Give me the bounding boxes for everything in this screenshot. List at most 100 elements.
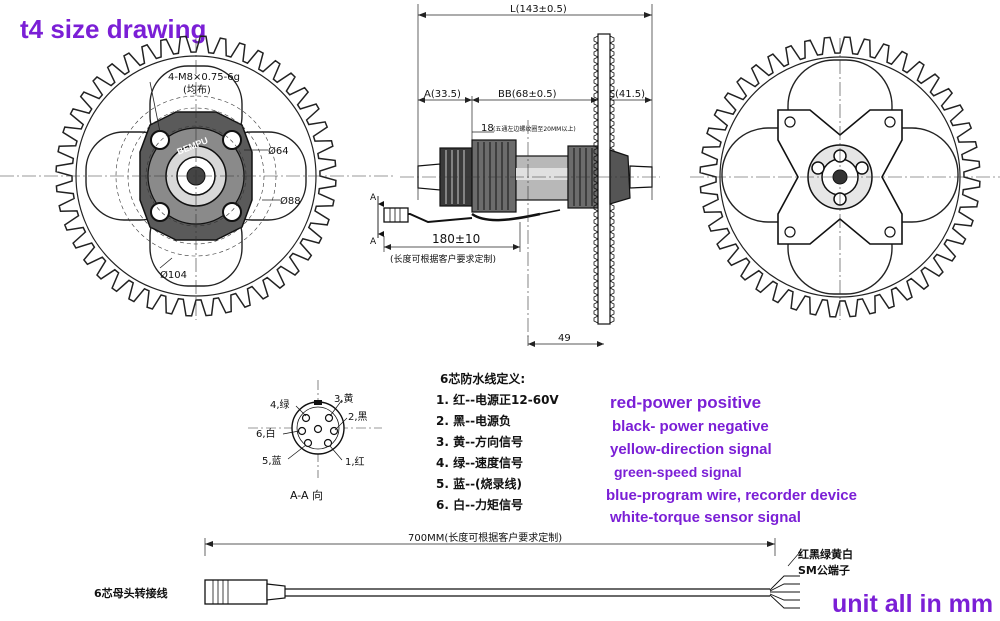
side-tooth [593,224,615,233]
wire-en-1: red-power positive [610,393,761,412]
side-tooth [593,266,615,275]
connector-key [314,400,322,405]
dim-180-label: 180±10 [432,232,480,246]
pin-label-6: 6,白 [256,427,276,440]
bolt-hole [811,161,825,175]
side-tooth [593,63,615,72]
motor-cable-end [539,209,561,215]
side-tooth [593,70,615,79]
wire-en-6: white-torque sensor signal [609,509,801,526]
connector-face-inner [296,406,340,450]
connector-boot [266,583,286,601]
side-tooth [593,119,615,128]
arrow [472,97,479,103]
pin-label-4: 4,绿 [270,398,290,411]
wire-cn-1: 1. 红--电源正12-60V [436,392,559,407]
arrow [645,97,652,103]
right-chainring-view [690,36,1000,320]
connector-ridges [389,208,401,222]
side-tooth [593,245,615,254]
dim-18-note: (五通左边螺纹圈至20MM以上) [493,125,576,133]
female-connector [204,579,268,605]
bolt-hole [855,161,869,175]
bolt-note-sub: (均布) [183,84,211,96]
side-tooth [593,280,615,289]
dim-c-label: C(41.5) [608,89,645,100]
adapter-cable: 700MM(长度可根据客户要求定制) 红黑绿黄白 SM公端子 6芯母头转接线 [94,531,853,609]
axle-right [629,165,653,189]
drawing-title: t4 size drawing [20,14,206,44]
chainring-side [597,33,611,325]
side-tooth [593,112,615,121]
dim-180-note: (长度可根据客户要求定制) [390,253,496,265]
arrow [205,541,213,547]
side-tooth [593,203,615,212]
wire-en-5: blue-program wire, recorder device [606,487,857,504]
pin-4 [301,413,311,423]
cable-label-terminal: SM公端子 [798,563,850,577]
cable-label-left: 6芯母头转接线 [94,586,168,600]
leader [295,405,307,417]
arrow [591,97,598,103]
pin-label-5: 5,蓝 [262,455,282,467]
arrow [418,12,426,18]
bb-thread-left [471,139,517,213]
side-tooth [593,308,615,317]
dim-49-label: 49 [558,333,571,344]
dia-64-label: Ø64 [268,145,289,157]
connector-view: 1,红 2,黑 3,黄 4,绿 5,蓝 6,白 A-A 向 [248,380,382,502]
wire-table-heading: 6芯防水线定义: [440,371,525,386]
side-tooth [593,294,615,303]
arrow [384,244,391,250]
wire-cn-5: 5. 蓝--(烧录线) [436,476,522,491]
left-chainring-view: 4-M8×0.75-6g (均布) Ø64 Ø88 Ø104 BEMPU [0,35,395,320]
pin-3 [324,413,334,423]
arrow [767,541,775,547]
bolt-leader [149,81,161,133]
side-tooth [593,84,615,93]
arrow [528,341,535,347]
side-view: L(143±0.5) A(33.5) BB(68±0.5) C(41.5) 18… [370,4,660,347]
bolt-note: 4-M8×0.75-6g [168,72,240,83]
leader [334,417,348,431]
dim-a-label: A(33.5) [424,89,461,100]
bolt-hole [222,130,242,150]
pin-6 [297,426,307,436]
arm-hole [784,116,796,128]
motor-cable [471,212,541,222]
cable-connector [383,207,409,223]
wire-cn-4: 4. 绿--速度信号 [436,455,523,470]
side-tooth [593,273,615,282]
side-tooth [593,42,615,51]
side-tooth [593,140,615,149]
connector-view-label: A-A 向 [290,488,323,502]
wire-cn-2: 2. 黑--电源负 [436,413,511,428]
arrow [465,97,472,103]
section-mark-top: A [370,193,377,203]
side-tooth [593,315,615,324]
arm-hole [784,226,796,238]
side-tooth [593,133,615,142]
dia-104-label: Ø104 [160,269,187,281]
arrow [644,12,652,18]
side-tooth [593,301,615,310]
leader [329,445,343,461]
leader [329,399,343,417]
side-tooth [593,56,615,65]
dia-88-label: Ø88 [280,195,301,207]
dim-bb-label: BB(68±0.5) [498,89,557,100]
cable-label-colors: 红黑绿黄白 [798,547,853,561]
side-tooth [593,105,615,114]
pin-label-2: 2,黑 [348,411,368,423]
side-tooth [593,49,615,58]
section-arrow [378,201,384,207]
female-connector-ridges [212,580,229,604]
side-tooth [593,35,615,44]
side-tooth [593,287,615,296]
wire-en-4: green-speed signal [614,464,742,480]
side-tooth [593,77,615,86]
side-tooth [593,91,615,100]
bolt-hole [222,202,242,222]
